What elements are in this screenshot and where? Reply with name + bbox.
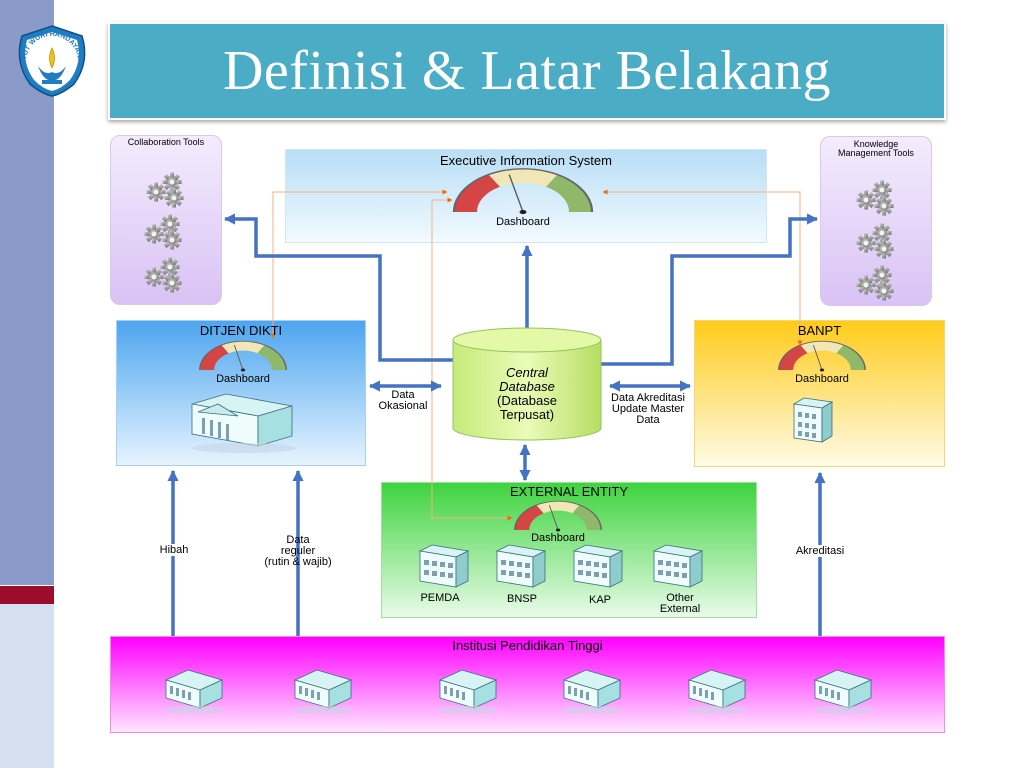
dikti-dashboard-icon: [199, 340, 287, 373]
external-dashboard-icon: [514, 500, 602, 533]
left-strip-accent: [0, 586, 54, 604]
eis-box: [285, 149, 767, 243]
gear-icon: [857, 224, 894, 259]
institution-building-icon: [686, 669, 748, 715]
gear-icon: [145, 258, 182, 293]
flow-left-line1: Data: [391, 389, 415, 401]
banpt-building-icon: [793, 397, 833, 443]
entity-label-pemda: PEMDA: [420, 592, 460, 604]
flow-right-line3: Data: [636, 414, 660, 426]
eis-dashboard-label: Dashboard: [496, 216, 550, 228]
title-bar: Definisi & Latar Belakang: [108, 22, 946, 120]
entity-label-other: Other: [666, 592, 694, 604]
knowledge-management-tools-box: [820, 136, 932, 306]
ipt-box: [110, 636, 945, 733]
eis-title: Executive Information System: [440, 153, 612, 168]
ipt-title: Institusi Pendidikan Tinggi: [452, 638, 603, 653]
institution-building-icon: [437, 669, 499, 715]
flow-right-line2: Update Master: [611, 403, 685, 415]
gear-icon: [145, 215, 182, 250]
ditjen-dikti-building-icon: [191, 393, 297, 454]
institution-building-icon: [292, 669, 354, 715]
institution-building-icon: [561, 669, 623, 715]
tut-wuri-handayani-logo: TUT WURI HANDAYANI: [18, 25, 86, 97]
pemda-building-icon: [419, 544, 469, 588]
left-strip: [0, 0, 54, 585]
gear-icon: [857, 266, 894, 301]
other-external-building-icon: [653, 544, 703, 588]
central-database-cylinder: [452, 327, 602, 441]
hibah-label: Hibah: [144, 544, 204, 556]
entity-label-bnsp: BNSP: [507, 593, 537, 605]
collab-tools-label: Collaboration Tools: [127, 137, 205, 147]
central-db-line2: Database: [499, 379, 555, 394]
thin-connectors: [270, 189, 803, 521]
kap-building-icon: [573, 544, 623, 588]
data-reguler-line3: (rutin & wajib): [264, 556, 332, 568]
external-dashboard-label: Dashboard: [531, 532, 585, 544]
dikti-title: DITJEN DIKTI: [199, 323, 283, 338]
central-db-line4: Terpusat): [499, 407, 555, 422]
km-gears: [857, 181, 894, 301]
institution-building-icon: [163, 669, 225, 715]
central-db-line3: (Database: [497, 393, 557, 408]
akreditasi-label: Akreditasi: [780, 545, 860, 557]
data-reguler-line2: reguler: [280, 545, 316, 557]
institution-building-icon: [812, 669, 874, 715]
flow-left-line2: Okasional: [378, 400, 428, 412]
banpt-dashboard-icon: [778, 340, 866, 373]
collab-gears: [145, 173, 184, 293]
banpt-dashboard-label: Dashboard: [795, 373, 849, 385]
central-db-line1: Central: [506, 365, 548, 380]
external-title: EXTERNAL ENTITY: [510, 484, 628, 499]
gear-icon: [147, 173, 184, 208]
slide-title: Definisi & Latar Belakang: [222, 40, 832, 102]
dikti-dashboard-label: Dashboard: [216, 373, 270, 385]
data-reguler-line1: Data: [286, 534, 310, 546]
bnsp-building-icon: [496, 544, 546, 588]
eis-dashboard-icon: [452, 167, 594, 216]
left-strip-lower: [0, 604, 54, 768]
flow-right-line1: Data Akreditasi: [611, 392, 685, 404]
entity-label-kap: KAP: [588, 594, 611, 606]
km-tools-label: Knowledge Management Tools: [838, 139, 914, 158]
entity-label-external: External: [659, 603, 701, 615]
banpt-title: BANPT: [797, 323, 842, 338]
gear-icon: [857, 181, 894, 216]
